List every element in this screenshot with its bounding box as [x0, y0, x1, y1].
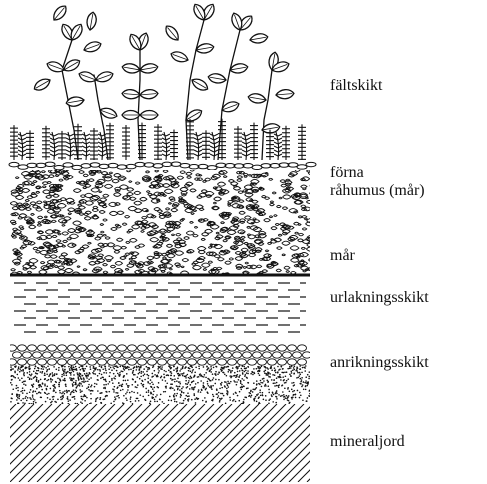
fern-icon [162, 132, 170, 160]
label-raw-humus: råhumus (mår) [330, 181, 425, 200]
moss-icon [58, 131, 66, 162]
moss-icon [90, 128, 98, 162]
label-field-layer: fältskikt [330, 76, 382, 95]
moss-icon [170, 130, 178, 162]
fern-icon [18, 132, 26, 160]
moss-icon [42, 126, 50, 162]
moss-icon [282, 126, 290, 162]
moss-icon [266, 130, 274, 162]
fern-icon [50, 132, 58, 160]
label-leaching-layer: urlakningsskikt [330, 288, 429, 307]
field-layer-shrubs [32, 2, 294, 160]
fern-icon [242, 132, 250, 160]
fern-icon [274, 132, 282, 160]
label-mineral-soil: mineraljord [330, 432, 405, 451]
fern-icon [194, 132, 202, 160]
enrichment-layer [8, 345, 312, 405]
moss-icon [298, 124, 306, 162]
moss-icon [74, 124, 82, 162]
label-enrichment-layer: anrikningsskikt [330, 353, 429, 372]
moss-icon [202, 130, 210, 162]
raw-humus-layer [10, 168, 316, 277]
moss-icon [10, 125, 18, 162]
moss-icon [122, 125, 130, 162]
fern-icon [66, 132, 74, 160]
label-mor: mår [330, 246, 355, 265]
label-litter: förna [330, 163, 364, 182]
fern-icon [82, 132, 90, 160]
blueberry-shrub-icon [138, 50, 140, 160]
fern-icon [210, 132, 218, 160]
moss-icon [154, 124, 162, 162]
moss-icon [26, 130, 34, 162]
moss-icon [234, 126, 242, 162]
leaching-layer [14, 283, 306, 332]
moss-icon [250, 123, 258, 162]
blueberry-shrub-icon [218, 30, 240, 160]
